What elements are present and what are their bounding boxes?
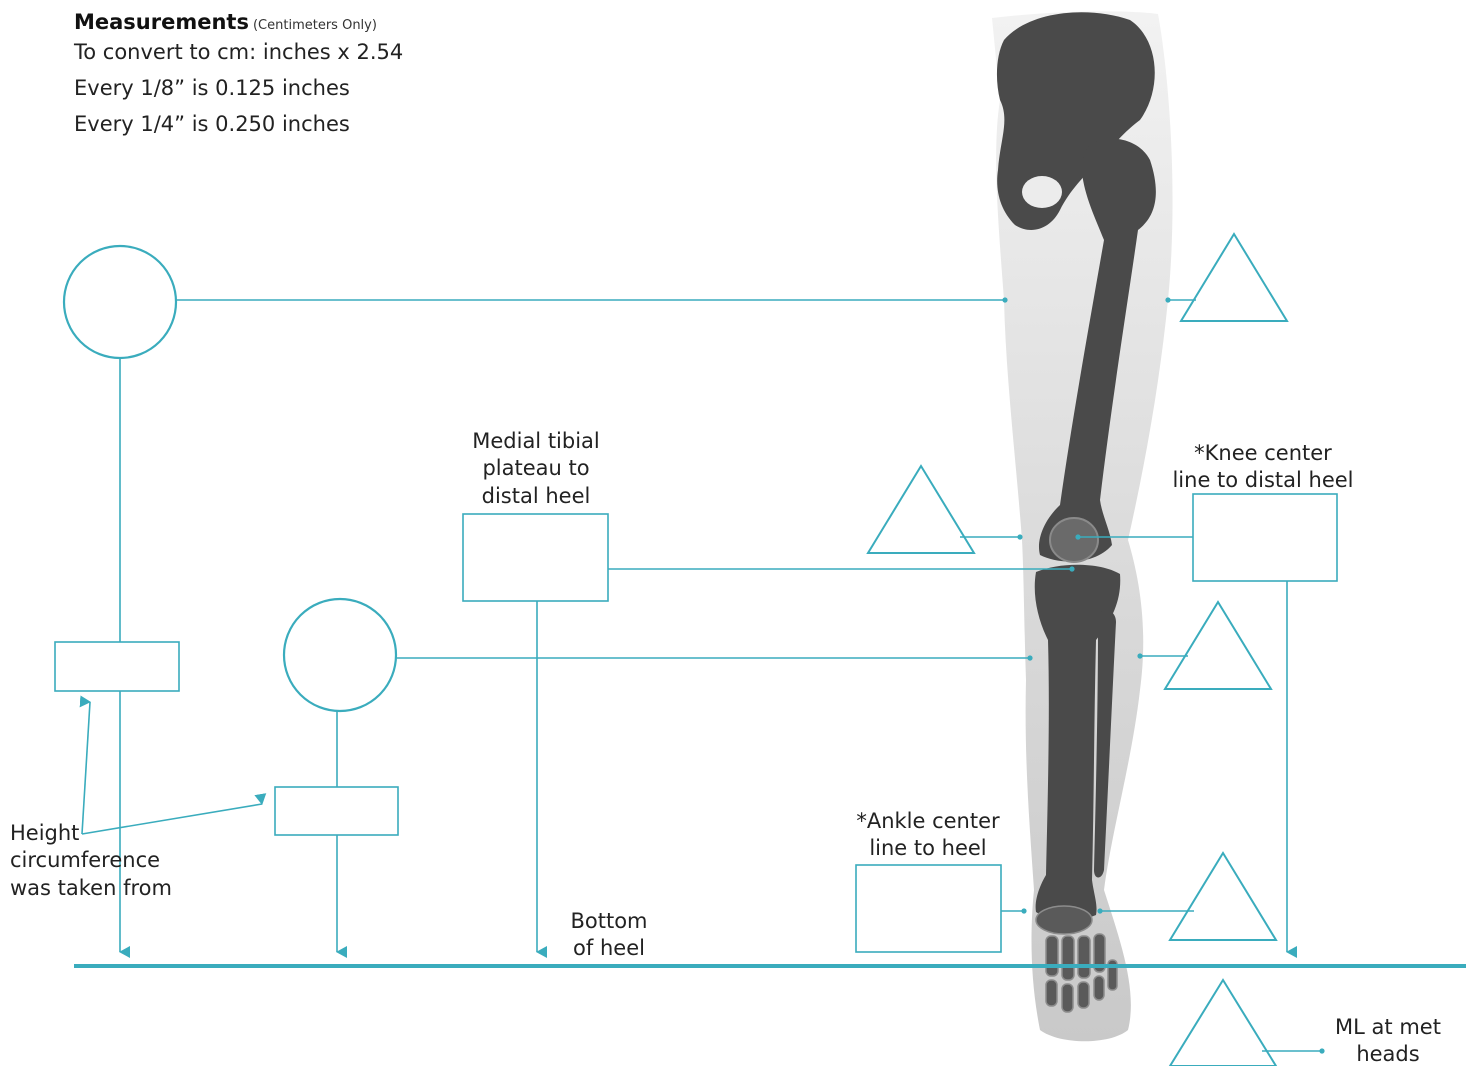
quarter-inch-note: Every 1/4” is 0.250 inches [74, 106, 403, 142]
calf-width-triangle [1165, 602, 1271, 689]
header-title: Measurements [74, 10, 249, 34]
met-heads-triangle [1170, 980, 1276, 1066]
ml-met-line2: heads [1318, 1041, 1458, 1068]
patella [1050, 518, 1098, 562]
ankle-center-box [856, 865, 1001, 952]
medial-tibial-line2: plateau to [446, 455, 626, 482]
knee-center-label: *Knee center line to distal heel [1150, 440, 1376, 495]
knee-center-line2: line to distal heel [1150, 467, 1376, 494]
ankle-width-triangle [1170, 853, 1276, 940]
conversion-note: To convert to cm: inches x 2.54 [74, 34, 403, 70]
thigh-height-box [55, 642, 179, 691]
ankle-center-line1: *Ankle center [830, 808, 1026, 835]
calf-height-box [275, 787, 398, 835]
leg-illustration [992, 11, 1173, 1041]
obturator-foramen [1022, 176, 1062, 208]
medial-tibial-line1: Medial tibial [446, 428, 626, 455]
height-circ-line3: was taken from [10, 875, 210, 902]
bottom-heel-line2: of heel [550, 935, 668, 962]
height-circ-line2: circumference [10, 847, 210, 874]
medial-tibial-line3: distal heel [446, 483, 626, 510]
ml-met-line1: ML at met [1318, 1014, 1458, 1041]
eighth-inch-note: Every 1/8” is 0.125 inches [74, 70, 403, 106]
bottom-of-heel-label: Bottom of heel [550, 908, 668, 963]
height-circ-line1: Height [10, 820, 210, 847]
knee-center-box [1193, 494, 1337, 581]
ankle-center-label: *Ankle center line to heel [830, 808, 1026, 863]
medial-tibial-box [463, 514, 608, 601]
thigh-circumference-circle [64, 246, 176, 358]
measurements-header: Measurements (Centimeters Only) To conver… [74, 10, 403, 142]
knee-center-line1: *Knee center [1150, 440, 1376, 467]
height-circumference-label: Height circumference was taken from [10, 820, 210, 902]
bottom-heel-line1: Bottom [550, 908, 668, 935]
ankle-center-line2: line to heel [830, 835, 1026, 862]
calf-circumference-circle [284, 599, 396, 711]
medial-tibial-label: Medial tibial plateau to distal heel [446, 428, 626, 510]
knee-width-triangle [868, 466, 974, 553]
header-subtitle: (Centimeters Only) [253, 18, 377, 33]
thigh-width-triangle [1181, 234, 1287, 321]
ml-met-heads-label: ML at met heads [1318, 1014, 1458, 1069]
